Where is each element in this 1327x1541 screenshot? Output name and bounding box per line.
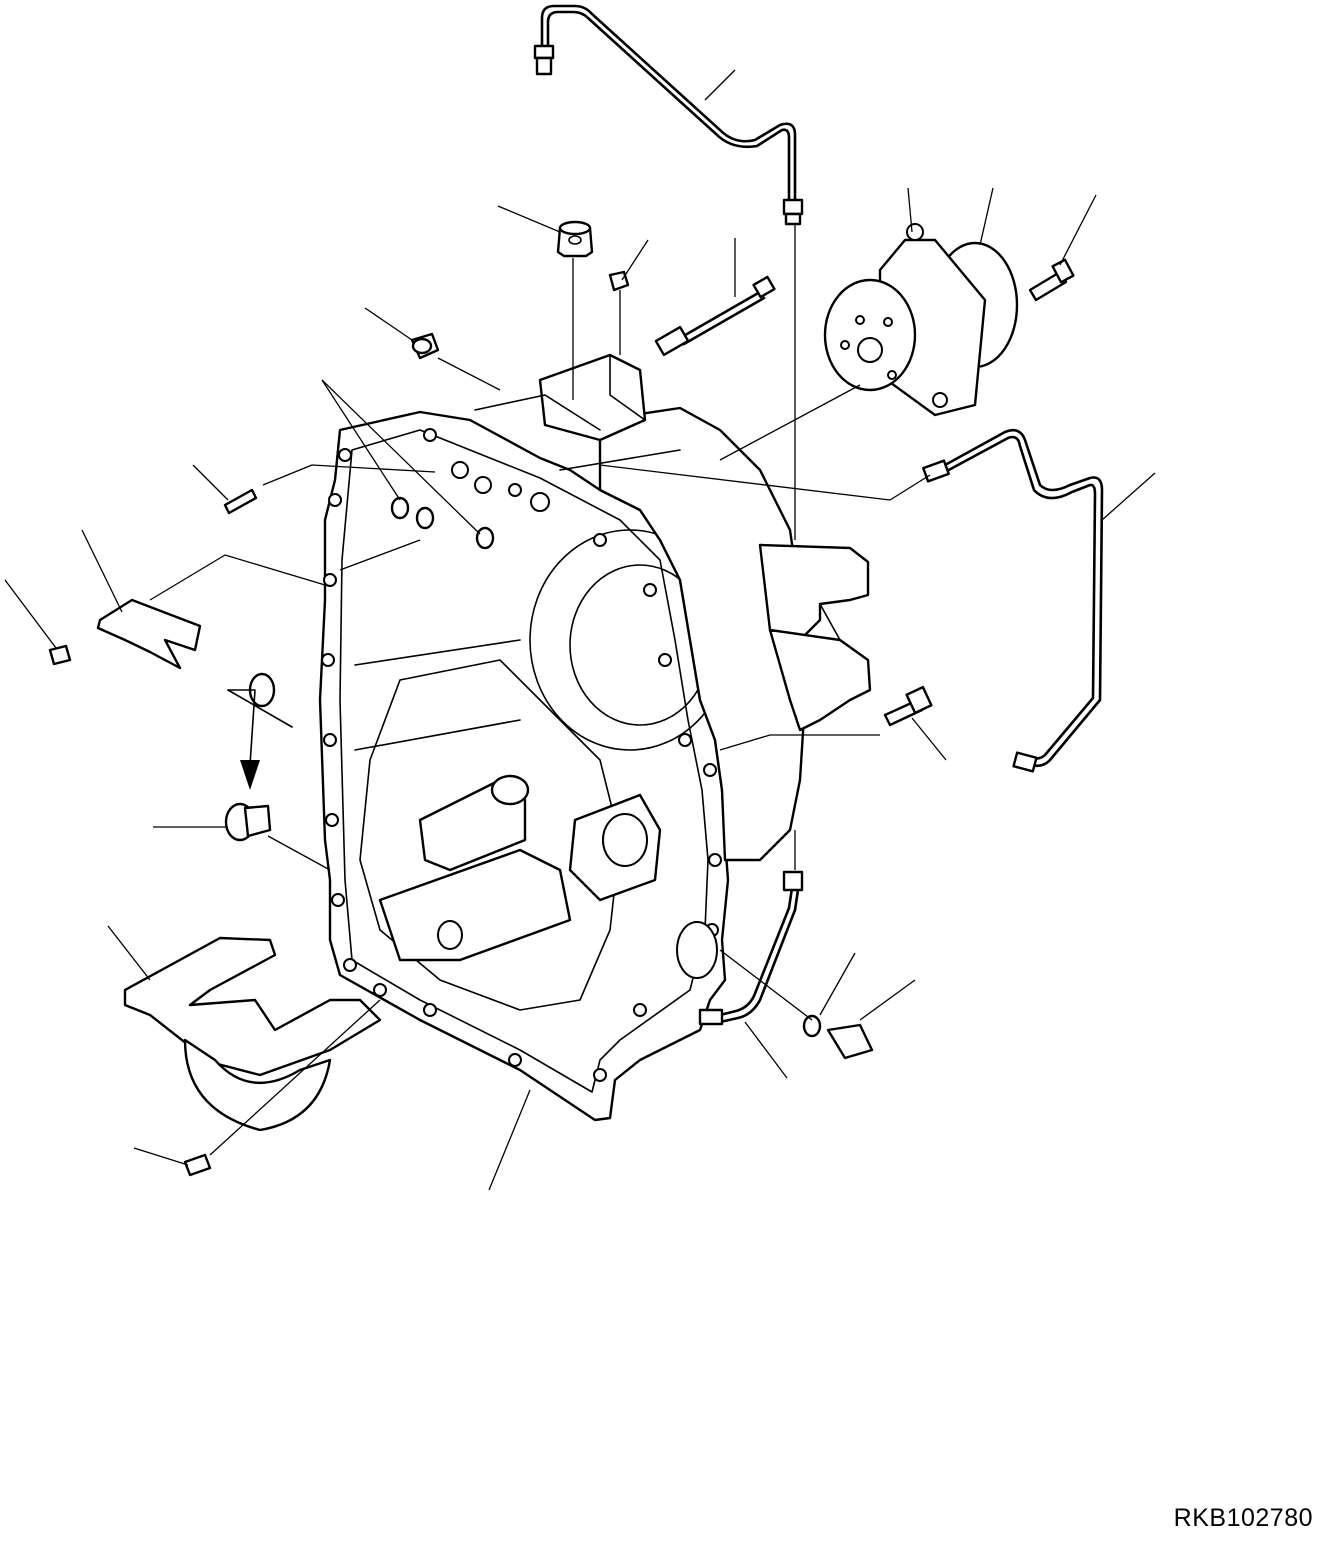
- install-arrow: [227, 689, 293, 790]
- drain-plug: [224, 802, 272, 842]
- breather-cap: [556, 220, 594, 258]
- dowel-pin: [223, 488, 258, 515]
- pressure-switch: [802, 1014, 874, 1060]
- lower-oil-pipe: [698, 870, 804, 1026]
- mount-bolt-left: [48, 644, 72, 666]
- speed-sensor: [654, 275, 776, 357]
- upper-oil-pipe: [533, 4, 804, 226]
- transmission-case: [318, 353, 872, 1122]
- pump-assembly: [823, 223, 1075, 417]
- right-oil-pipe: [922, 428, 1104, 773]
- oil-strainer-cover: [123, 936, 382, 1132]
- drain-plug-top-left: [410, 332, 440, 360]
- guard-bracket: [96, 598, 202, 670]
- flange-bolt-right: [883, 685, 933, 727]
- mount-bolt-bottom: [183, 1153, 212, 1177]
- leader-lines: [4, 69, 1156, 1191]
- drawing-code: RKB102780: [1173, 1504, 1313, 1532]
